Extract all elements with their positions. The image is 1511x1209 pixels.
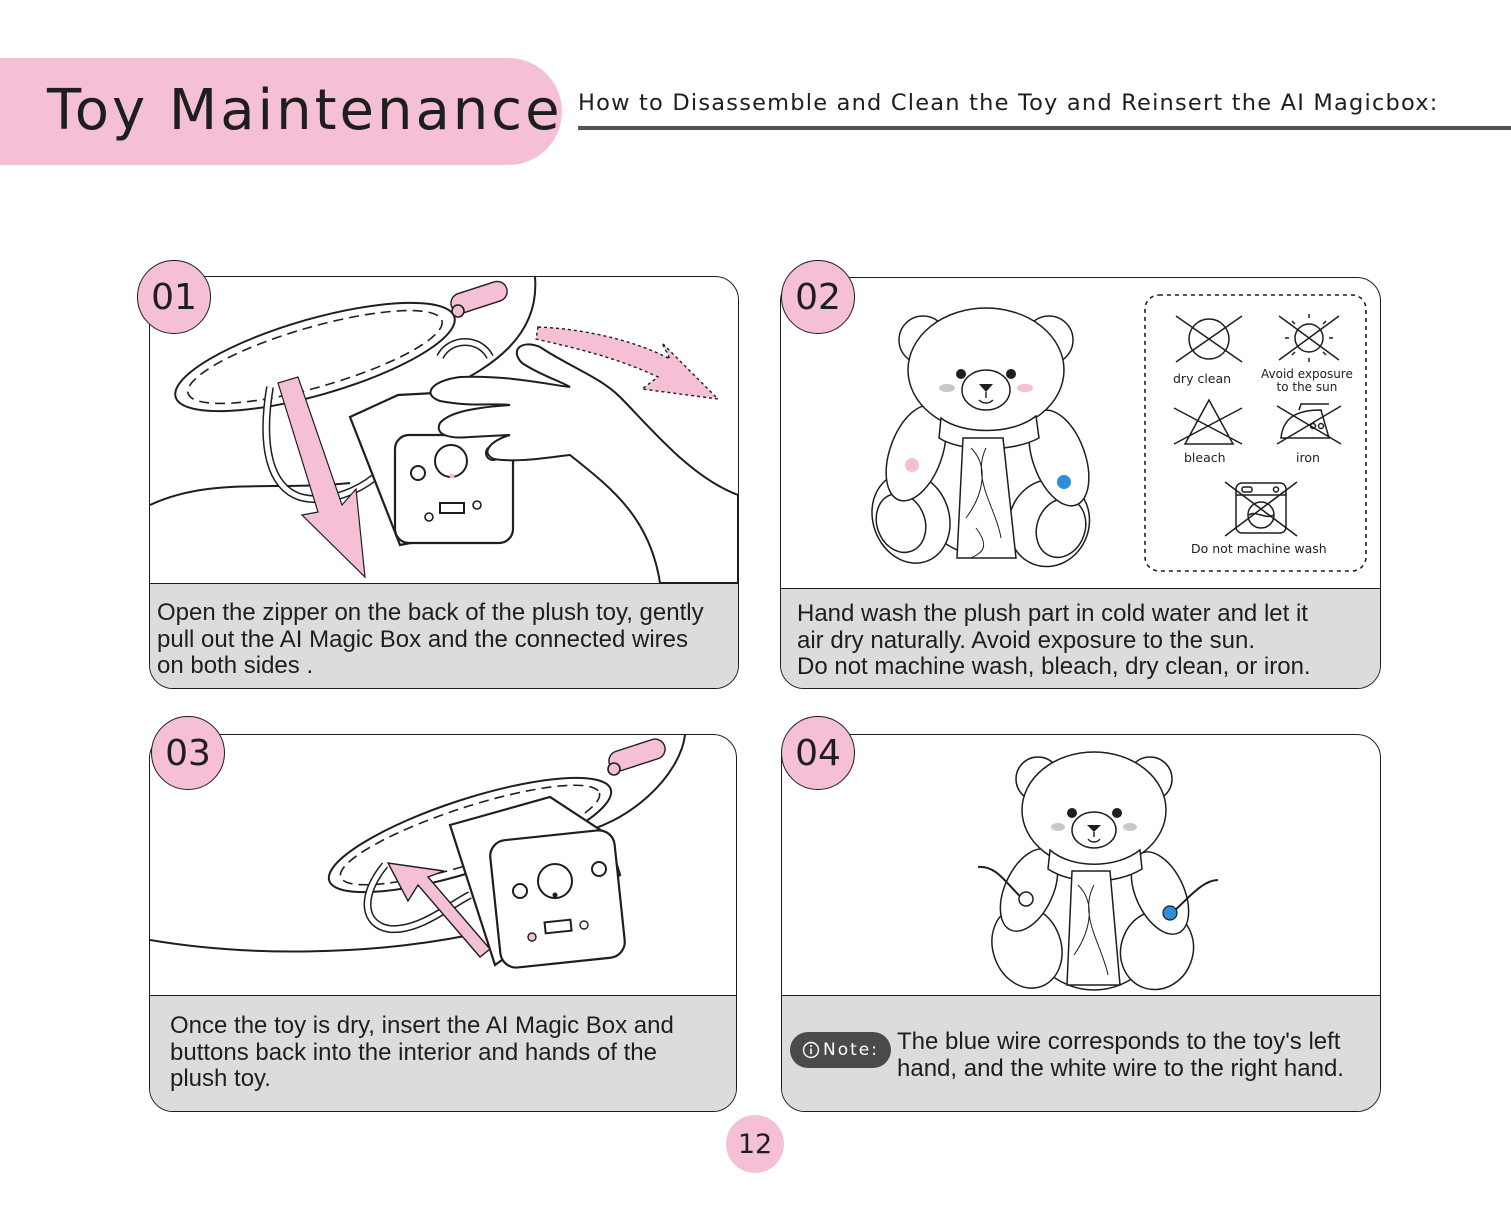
no-machine-wash-icon	[1224, 481, 1298, 537]
step-02-caption: Hand wash the plush part in cold water a…	[797, 600, 1311, 680]
step-number-01: 01	[137, 260, 211, 334]
step-panel-02: dry clean Avoid exposure to the sun blea…	[780, 277, 1381, 689]
care-label-iron: iron	[1296, 450, 1320, 465]
step-01-caption: Open the zipper on the back of the plush…	[157, 599, 704, 679]
step-panel-03: Once the toy is dry, insert the AI Magic…	[149, 734, 737, 1112]
note-badge: Note:	[790, 1032, 891, 1068]
step-number-04: 04	[781, 716, 855, 790]
page-subtitle: How to Disassemble and Clean the Toy and…	[578, 90, 1439, 116]
care-label-bleach: bleach	[1184, 450, 1226, 465]
step-number-03: 03	[151, 716, 225, 790]
step-panel-04: The blue wire corresponds to the toy's l…	[781, 734, 1381, 1112]
no-sun-icon	[1278, 314, 1340, 362]
step-04-caption: The blue wire corresponds to the toy's l…	[897, 1028, 1344, 1082]
no-dry-clean-icon	[1175, 315, 1243, 363]
step-03-caption-box	[150, 995, 736, 1111]
subtitle-underline	[578, 126, 1511, 130]
page-title: Toy Maintenance	[47, 78, 563, 143]
no-bleach-icon	[1173, 398, 1243, 445]
no-iron-icon	[1276, 403, 1342, 445]
care-label-dry-clean: dry clean	[1173, 371, 1232, 386]
teddy-bear-wires-illustration	[977, 751, 1219, 991]
step-03-illustration	[150, 735, 686, 969]
step-02-caption-box	[781, 588, 1380, 688]
care-label-machine-wash: Do not machine wash	[1191, 541, 1327, 556]
title-banner	[0, 58, 562, 165]
care-label-sun: Avoid exposure to the sun	[1261, 367, 1353, 394]
step-01-caption-box	[150, 583, 738, 688]
step-number-02: 02	[781, 260, 855, 334]
note-label: Note:	[823, 1040, 879, 1060]
page-number: 12	[726, 1115, 784, 1173]
step-panel-01: Open the zipper on the back of the plush…	[149, 276, 739, 689]
info-icon	[802, 1041, 820, 1059]
step-03-caption: Once the toy is dry, insert the AI Magic…	[170, 1012, 674, 1092]
teddy-bear-illustration	[871, 294, 1367, 572]
step-01-illustration	[150, 277, 738, 583]
